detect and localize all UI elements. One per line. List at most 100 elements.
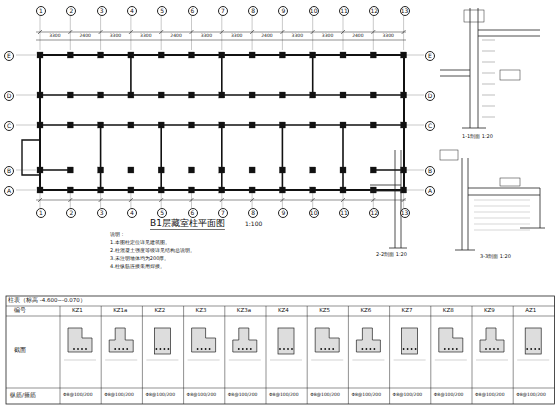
line-work <box>220 198 224 202</box>
axis-bubble: A <box>4 186 14 196</box>
line-work <box>122 348 124 350</box>
axis-bubble: 6 <box>188 6 198 16</box>
line-work <box>310 187 316 193</box>
drawing-label: KZ7 <box>402 308 413 314</box>
drawing-label: Φ8@100/200 <box>63 393 93 398</box>
line-work <box>430 306 431 404</box>
line-work <box>16 55 36 56</box>
line-work <box>500 178 520 186</box>
line-work <box>250 198 254 202</box>
drawing-label: KZ3 <box>196 308 207 314</box>
drawing-label: 3300 <box>292 34 303 39</box>
axis-bubble: 7 <box>218 208 228 218</box>
line-work <box>370 167 376 173</box>
line-work <box>250 348 252 350</box>
line-work <box>37 167 43 173</box>
line-work <box>526 348 528 350</box>
line-work <box>480 328 504 352</box>
line-work <box>324 348 326 350</box>
drawing-label: 3-3剖面 1:20 <box>480 254 511 259</box>
line-work <box>403 348 405 350</box>
line-work <box>517 360 549 361</box>
axis-bubble: 13 <box>400 208 410 218</box>
line-work <box>356 328 380 352</box>
line-work <box>534 348 536 350</box>
axis-bubble: 7 <box>218 6 228 16</box>
line-work <box>168 348 170 350</box>
line-work <box>489 348 491 350</box>
drawing-label: 柱表（标高 -4.600~-0.070） <box>8 298 86 304</box>
line-work <box>332 348 334 350</box>
line-work <box>370 348 372 350</box>
drawing-label: 3300 <box>140 34 151 39</box>
line-work <box>482 62 495 63</box>
axis-bubble: 2 <box>66 6 76 16</box>
line-work <box>310 122 316 128</box>
drawing-label: 编号 <box>14 308 26 314</box>
line-work <box>249 52 255 58</box>
line-work <box>16 125 36 126</box>
line-work <box>128 52 134 58</box>
drawing-label: Φ8@100/200 <box>310 393 340 398</box>
drawing-label: 3300 <box>201 34 212 39</box>
line-work <box>482 73 495 74</box>
line-work <box>37 187 43 193</box>
line-work <box>482 84 495 85</box>
axis-bubble: E <box>425 51 435 61</box>
line-work <box>291 348 293 350</box>
line-work <box>402 30 406 34</box>
line-work <box>341 198 345 202</box>
line-work <box>342 125 344 190</box>
line-work <box>37 92 43 98</box>
line-work <box>158 167 164 173</box>
line-work <box>99 30 103 34</box>
line-work <box>493 348 495 350</box>
line-work <box>340 122 346 128</box>
line-work <box>16 190 36 191</box>
line-work <box>16 95 36 96</box>
line-work <box>474 200 530 201</box>
line-work <box>85 348 87 350</box>
line-work <box>538 348 540 350</box>
drawing-label: 3.未注明墙体均为200厚。 <box>110 256 169 261</box>
line-work <box>352 360 384 361</box>
line-work <box>128 92 134 98</box>
line-work <box>474 212 530 213</box>
line-work <box>219 52 225 58</box>
line-work <box>448 348 450 350</box>
line-work <box>233 328 257 352</box>
line-work <box>250 30 254 34</box>
line-work <box>279 187 285 193</box>
line-work <box>60 306 61 404</box>
line-work <box>190 30 194 34</box>
drawing-label: 2400 <box>261 34 272 39</box>
line-work <box>482 95 495 96</box>
line-work <box>370 187 376 193</box>
line-work <box>340 92 346 98</box>
drawing-label: 4.柱纵筋连接采用焊接。 <box>110 264 165 269</box>
axis-bubble: D <box>425 91 435 101</box>
drawing-label: Φ8@100/200 <box>145 393 175 398</box>
line-work <box>370 92 376 98</box>
axis-bubble: 8 <box>248 6 258 16</box>
drawing-label: KZ5 <box>319 308 330 314</box>
axis-bubble: 9 <box>278 208 288 218</box>
line-work <box>404 55 424 56</box>
line-work <box>37 52 43 58</box>
drawing-label: 1:100 <box>245 221 262 227</box>
line-work <box>310 92 316 98</box>
drawing-label: 3300 <box>49 34 60 39</box>
drawing-label: 说明： <box>110 232 125 237</box>
line-work <box>128 122 134 128</box>
line-work <box>68 30 72 34</box>
line-work <box>67 187 73 193</box>
line-work <box>221 55 223 95</box>
line-work <box>401 187 407 193</box>
drawing-label: KZ8 <box>443 308 454 314</box>
drawing-label: 3300 <box>231 34 242 39</box>
axis-bubble: 4 <box>127 6 137 16</box>
line-work <box>404 125 424 126</box>
line-work <box>100 125 102 190</box>
line-work <box>525 328 541 354</box>
line-work <box>238 348 240 350</box>
